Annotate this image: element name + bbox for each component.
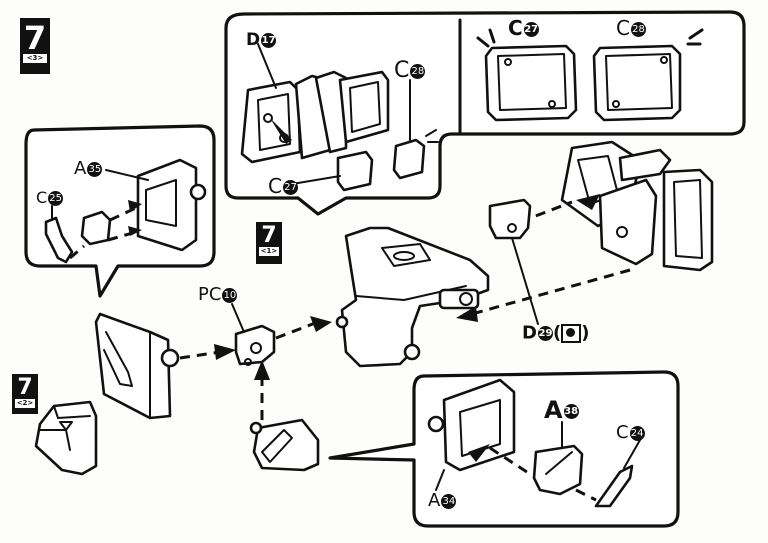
part-c28-small <box>392 138 426 180</box>
note-close: ) <box>581 322 590 344</box>
step-badge-sub1: 7 <1> <box>256 222 282 264</box>
moon-mark-icon <box>566 328 576 337</box>
part-c27-small <box>336 150 374 192</box>
part-main-body <box>335 226 490 368</box>
part-small-cube-left <box>80 210 112 246</box>
part-number: 34 <box>441 493 457 509</box>
part-letter: A <box>544 396 563 424</box>
note-open: ( <box>552 322 562 344</box>
leader-pc10 <box>231 303 245 333</box>
part-letter: D <box>522 322 537 344</box>
leader-d17 <box>257 43 277 89</box>
part-c28-plate <box>592 28 704 122</box>
part-letter: C <box>508 16 523 40</box>
leader-c27-left <box>291 175 341 185</box>
step-number: 7 <box>261 223 277 248</box>
guide-dash-bottom-2 <box>575 488 597 502</box>
step-substep: <3> <box>23 54 47 63</box>
step-substep: <1> <box>259 247 279 256</box>
part-right-assembly <box>560 140 714 272</box>
part-letter: C <box>394 58 410 83</box>
part-letter: PC <box>198 284 222 305</box>
part-number: 25 <box>48 191 64 206</box>
guide-dash-mid-1 <box>179 350 221 360</box>
leader-d29 <box>511 237 539 325</box>
part-number: 17 <box>261 32 277 48</box>
step-badge-main: 7 <3> <box>20 18 50 74</box>
leader-a34 <box>435 469 445 491</box>
part-d29 <box>488 198 532 240</box>
part-number: 10 <box>222 287 238 303</box>
part-pc10-joint <box>234 324 276 366</box>
part-a34-frame <box>427 378 516 472</box>
guide-dash-left-3 <box>69 244 85 260</box>
highlight-marks <box>425 129 439 143</box>
part-number: 38 <box>563 403 579 419</box>
part-letter: C <box>616 422 629 443</box>
step-substep: <2> <box>15 399 35 408</box>
step-number: 7 <box>17 375 33 400</box>
part-number: 24 <box>629 425 645 441</box>
part-side-armor-left <box>94 312 180 420</box>
guide-dash-mid-2 <box>275 320 319 340</box>
part-letter: C <box>268 174 282 198</box>
part-number: 35 <box>87 161 103 177</box>
guide-dash-right-long <box>471 268 631 316</box>
part-d17-frame <box>240 70 390 164</box>
part-number: 28 <box>630 22 646 37</box>
part-bottom-left-block <box>34 400 98 476</box>
step-badge-sub2: 7 <2> <box>12 374 38 414</box>
step-number: 7 <box>23 19 47 57</box>
part-number: 28 <box>410 63 426 79</box>
leader-a35 <box>105 169 149 181</box>
part-a38-socket <box>532 444 584 496</box>
arrow-into-right-assembly <box>576 194 600 210</box>
part-letter: A <box>74 158 87 179</box>
part-letter: D <box>246 30 261 50</box>
part-letter: A <box>428 490 441 511</box>
part-a35-housing <box>136 158 207 252</box>
part-c27-plate <box>476 28 578 122</box>
part-c24-bracket <box>594 464 634 508</box>
part-number: 27 <box>282 180 298 195</box>
part-letter: C <box>616 16 630 40</box>
runner-tag-icon <box>561 324 582 343</box>
part-letter: C <box>36 188 48 207</box>
guide-dash-bottom-1 <box>489 446 531 476</box>
part-lower-block <box>249 418 320 472</box>
leader-c24 <box>623 439 641 469</box>
part-c25-bracket <box>44 216 74 264</box>
part-number: 29 <box>537 326 553 341</box>
part-number: 27 <box>523 22 539 37</box>
